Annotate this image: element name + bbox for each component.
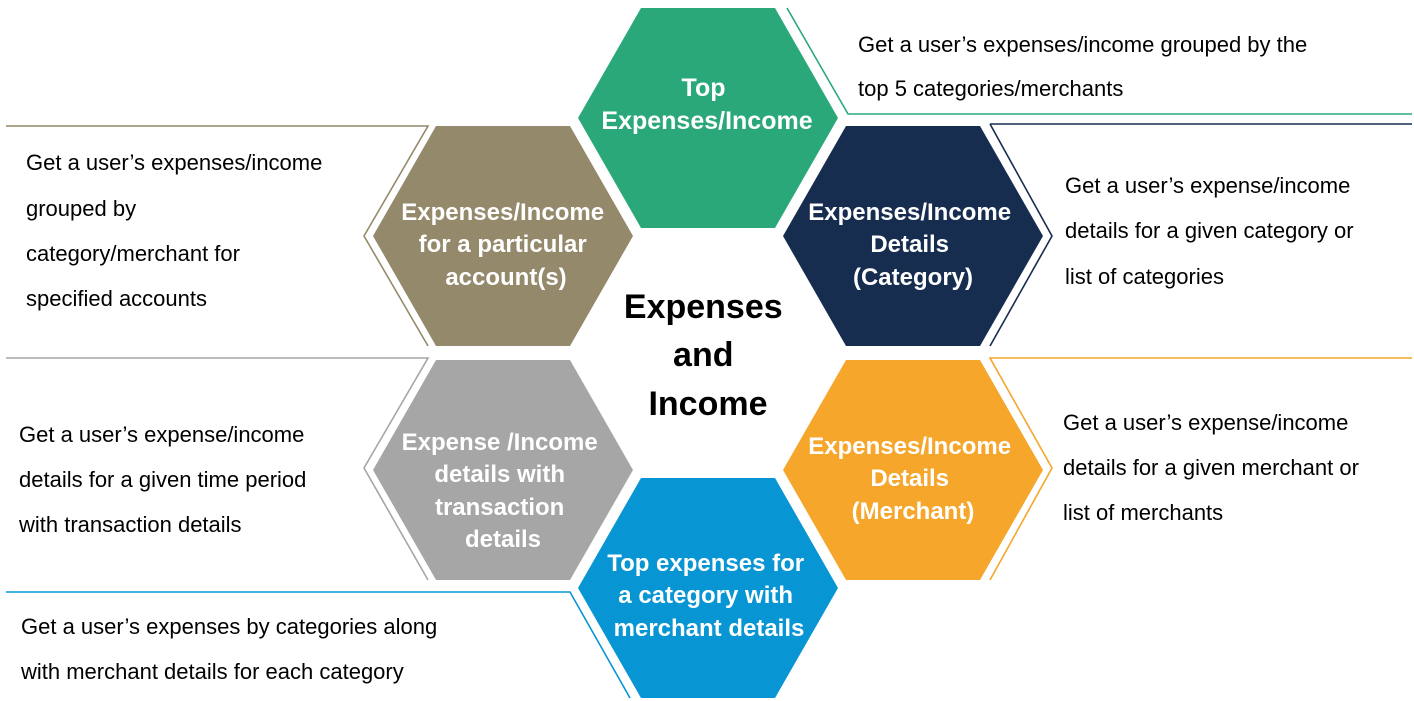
hexagon-upper-right[interactable]: [783, 126, 1043, 346]
description-lower-left: Get a user’s expense/income details for …: [18, 422, 313, 537]
connector-lower-left: [6, 357, 430, 581]
hexagon-lower-left[interactable]: [373, 360, 633, 580]
hexagon-lower-left-title: Expense /Income details with transaction…: [402, 429, 605, 553]
hexagon-upper-right-title: Expenses/Income Details (Category): [808, 199, 1017, 291]
description-bottom: Get a user’s expenses by categories alon…: [20, 614, 443, 684]
hexagon-top[interactable]: [578, 8, 838, 228]
hexagon-upper-left[interactable]: [373, 126, 633, 346]
hexagon-bottom-title: Top expenses for a category with merchan…: [607, 550, 811, 642]
hexagon-bottom[interactable]: [578, 478, 838, 698]
hexagon-upper-left-title: Expenses/Income for a particular account…: [401, 199, 610, 291]
hexagon-top-title: Top Expenses/Income: [601, 74, 812, 135]
description-upper-left: Get a user’s expenses/income grouped by …: [26, 150, 328, 311]
connector-bottom: [6, 591, 631, 699]
hexagon-lower-right[interactable]: [783, 360, 1043, 580]
hexagon-lower-right-title: Expenses/Income Details (Merchant): [808, 433, 1017, 525]
connector-upper-right-diag: [989, 123, 1053, 347]
description-lower-right: Get a user’s expense/income details for …: [1063, 410, 1365, 525]
connector-upper-left: [6, 125, 430, 347]
description-top: Get a user’s expenses/income grouped by …: [858, 32, 1313, 101]
connector-lower-right: [988, 357, 1412, 581]
description-upper-right: Get a user’s expense/income details for …: [1065, 173, 1360, 289]
center-title: Expenses and Income: [624, 288, 792, 423]
connector-top: [786, 7, 1412, 115]
